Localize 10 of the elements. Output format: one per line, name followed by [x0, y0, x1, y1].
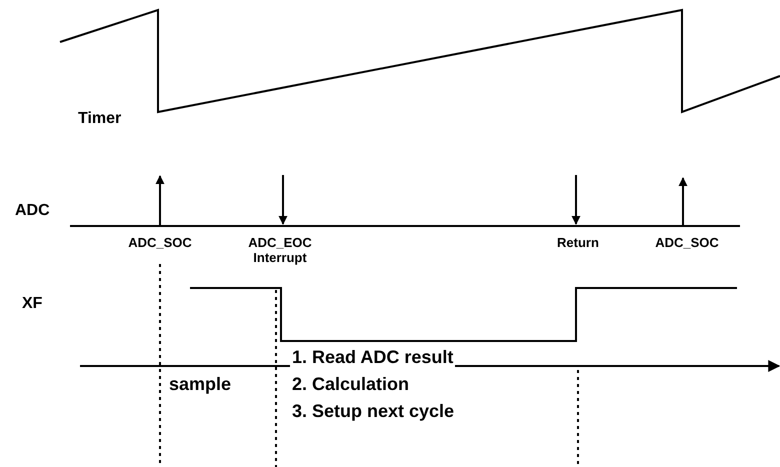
phase-label: sample [167, 374, 234, 395]
event-label: Return [556, 236, 600, 251]
step-text: 1. Read ADC result [290, 347, 456, 368]
signal-label: ADC [15, 202, 50, 220]
event-label: ADC_EOC Interrupt [247, 236, 313, 266]
signal-label: XF [22, 295, 42, 314]
signal-label: Timer [78, 110, 122, 128]
event-label: ADC_SOC [654, 236, 720, 251]
event-label: ADC_SOC [127, 236, 193, 251]
step-text: 3. Setup next cycle [290, 401, 456, 422]
